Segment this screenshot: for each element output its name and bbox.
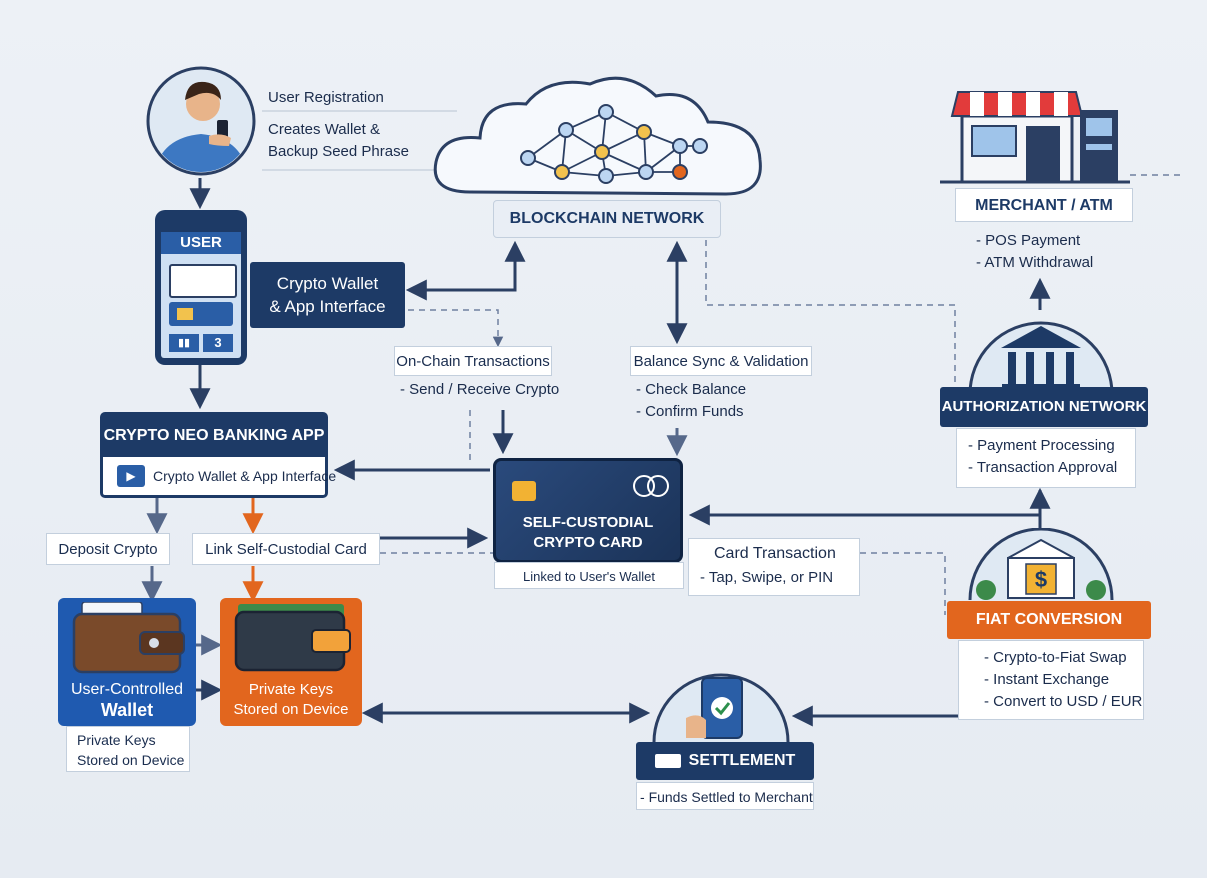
private-keys-line2: Stored on Device xyxy=(233,701,349,718)
user-wallet-caption-line1: Private Keys xyxy=(77,732,156,748)
chip-icon xyxy=(512,481,536,501)
neo-bank-sub: Crypto Wallet & App Interface xyxy=(153,468,337,484)
bank-building-icon xyxy=(968,321,1114,394)
private-keys-tile[interactable]: Private Keys Stored on Device xyxy=(220,598,362,726)
fiat-item: Convert to USD / EUR xyxy=(984,691,1142,713)
play-icon[interactable]: ▶ xyxy=(117,465,145,487)
crypto-wallet-app-line1: Crypto Wallet xyxy=(276,274,379,293)
user-step-underlines xyxy=(262,110,457,171)
settlement-title-box: SETTLEMENT xyxy=(636,742,814,780)
network-nodes xyxy=(520,104,708,184)
crypto-wallet-app-box: Crypto Wallet & App Interface xyxy=(250,262,405,328)
awning xyxy=(950,91,1084,117)
dash-app-to-onchain xyxy=(408,309,504,348)
phone-card-widget[interactable] xyxy=(169,264,237,298)
neo-bank-title: CRYPTO NEO BANKING APP xyxy=(103,415,325,457)
fiat-title: FIAT CONVERSION xyxy=(947,601,1151,639)
user-avatar-icon xyxy=(146,66,256,176)
on-chain-title: On-Chain Transactions xyxy=(394,346,552,376)
on-chain-item: Send / Receive Crypto xyxy=(400,379,559,401)
authorization-items: Payment Processing Transaction Approval xyxy=(968,435,1117,479)
dashed-lines xyxy=(380,174,1180,615)
merchant-items: POS Payment ATM Withdrawal xyxy=(976,230,1093,274)
mobile-pay-icon xyxy=(652,673,790,742)
private-keys-line1: Private Keys xyxy=(248,681,334,698)
merchant-item: ATM Withdrawal xyxy=(976,252,1093,274)
user-wallet-caption-line2: Stored on Device xyxy=(77,752,185,768)
user-wallet-title: User-Controlled Wallet xyxy=(58,680,196,720)
cash-icon xyxy=(654,753,681,768)
backup-seed-label: Backup Seed Phrase xyxy=(268,143,409,160)
gray-arrows xyxy=(141,428,688,656)
fiat-items: Crypto-to-Fiat Swap Instant Exchange Con… xyxy=(984,647,1142,713)
card-title: SELF-CUSTODIAL CRYPTO CARD xyxy=(496,513,680,553)
dollar-symbol: $ xyxy=(1035,567,1047,592)
authorization-item: Payment Processing xyxy=(968,435,1117,457)
signal-icon: ▮▮ xyxy=(169,334,199,352)
card-txn-title: Card Transaction xyxy=(714,545,836,562)
cloud-shape xyxy=(433,76,762,196)
neo-bank-panel: CRYPTO NEO BANKING APP ▶ Crypto Wallet &… xyxy=(100,412,336,498)
fiat-bank-icon: $ xyxy=(968,528,1114,600)
phone-screen: USER ▮▮ 3 xyxy=(161,232,241,358)
balance-sync-title: Balance Sync & Validation xyxy=(630,346,812,376)
wallet-icon xyxy=(72,602,185,674)
private-keys-title: Private Keys Stored on Device xyxy=(220,680,362,720)
user-wallet-tile[interactable]: User-Controlled Wallet xyxy=(58,598,196,726)
phone-header: USER xyxy=(161,232,241,254)
folder-icon xyxy=(177,308,193,320)
card-title-line1: SELF-CUSTODIAL xyxy=(522,514,654,531)
creates-wallet-label: Creates Wallet & xyxy=(268,121,380,138)
user-wallet-line2: Wallet xyxy=(100,700,154,720)
balance-sync-item: Confirm Funds xyxy=(636,401,746,423)
settlement-items: Funds Settled to Merchant xyxy=(640,786,813,808)
crypto-wallet-app-line2: & App Interface xyxy=(269,297,386,316)
dash-blockchain-to-auth xyxy=(705,240,956,385)
card-title-line2: CRYPTO CARD xyxy=(533,534,643,551)
settlement-title: SETTLEMENT xyxy=(688,752,796,769)
arrow-auth-to-card xyxy=(688,490,1042,526)
phone-device: USER ▮▮ 3 xyxy=(155,210,247,365)
authorization-item: Transaction Approval xyxy=(968,457,1117,479)
card-txn-items: Tap, Swipe, or PIN xyxy=(700,567,833,589)
link-card-button[interactable]: Link Self-Custodial Card xyxy=(192,533,380,565)
crypto-card[interactable]: SELF-CUSTODIAL CRYPTO CARD xyxy=(493,458,683,563)
fiat-item: Instant Exchange xyxy=(984,669,1142,691)
deposit-crypto-button[interactable]: Deposit Crypto xyxy=(46,533,170,565)
card-caption: Linked to User's Wallet xyxy=(494,562,684,589)
arrow-app-to-blockchain xyxy=(405,240,526,301)
phone-wallet-widget[interactable] xyxy=(169,302,233,326)
phone-tab-number[interactable]: 3 xyxy=(203,334,233,352)
contactless-icon xyxy=(633,475,669,497)
blockchain-network-label: BLOCKCHAIN NETWORK xyxy=(493,200,721,238)
authorization-title: AUTHORIZATION NETWORK xyxy=(940,387,1148,427)
user-wallet-caption: Private Keys Stored on Device xyxy=(66,726,190,772)
hardware-wallet-icon xyxy=(234,604,351,672)
settlement-item: Funds Settled to Merchant xyxy=(640,786,813,808)
fiat-item: Crypto-to-Fiat Swap xyxy=(984,647,1142,669)
card-txn-item: Tap, Swipe, or PIN xyxy=(700,567,833,589)
blockchain-cloud xyxy=(433,76,762,196)
dash-cardtxn-to-fiat xyxy=(860,552,946,615)
user-wallet-line1: User-Controlled xyxy=(70,681,184,698)
user-registration-label: User Registration xyxy=(268,89,384,106)
balance-sync-item: Check Balance xyxy=(636,379,746,401)
balance-sync-items: Check Balance Confirm Funds xyxy=(636,379,746,423)
merchant-title: MERCHANT / ATM xyxy=(955,188,1133,222)
store-icon xyxy=(940,91,1130,184)
on-chain-items: Send / Receive Crypto xyxy=(400,379,559,401)
merchant-item: POS Payment xyxy=(976,230,1093,252)
